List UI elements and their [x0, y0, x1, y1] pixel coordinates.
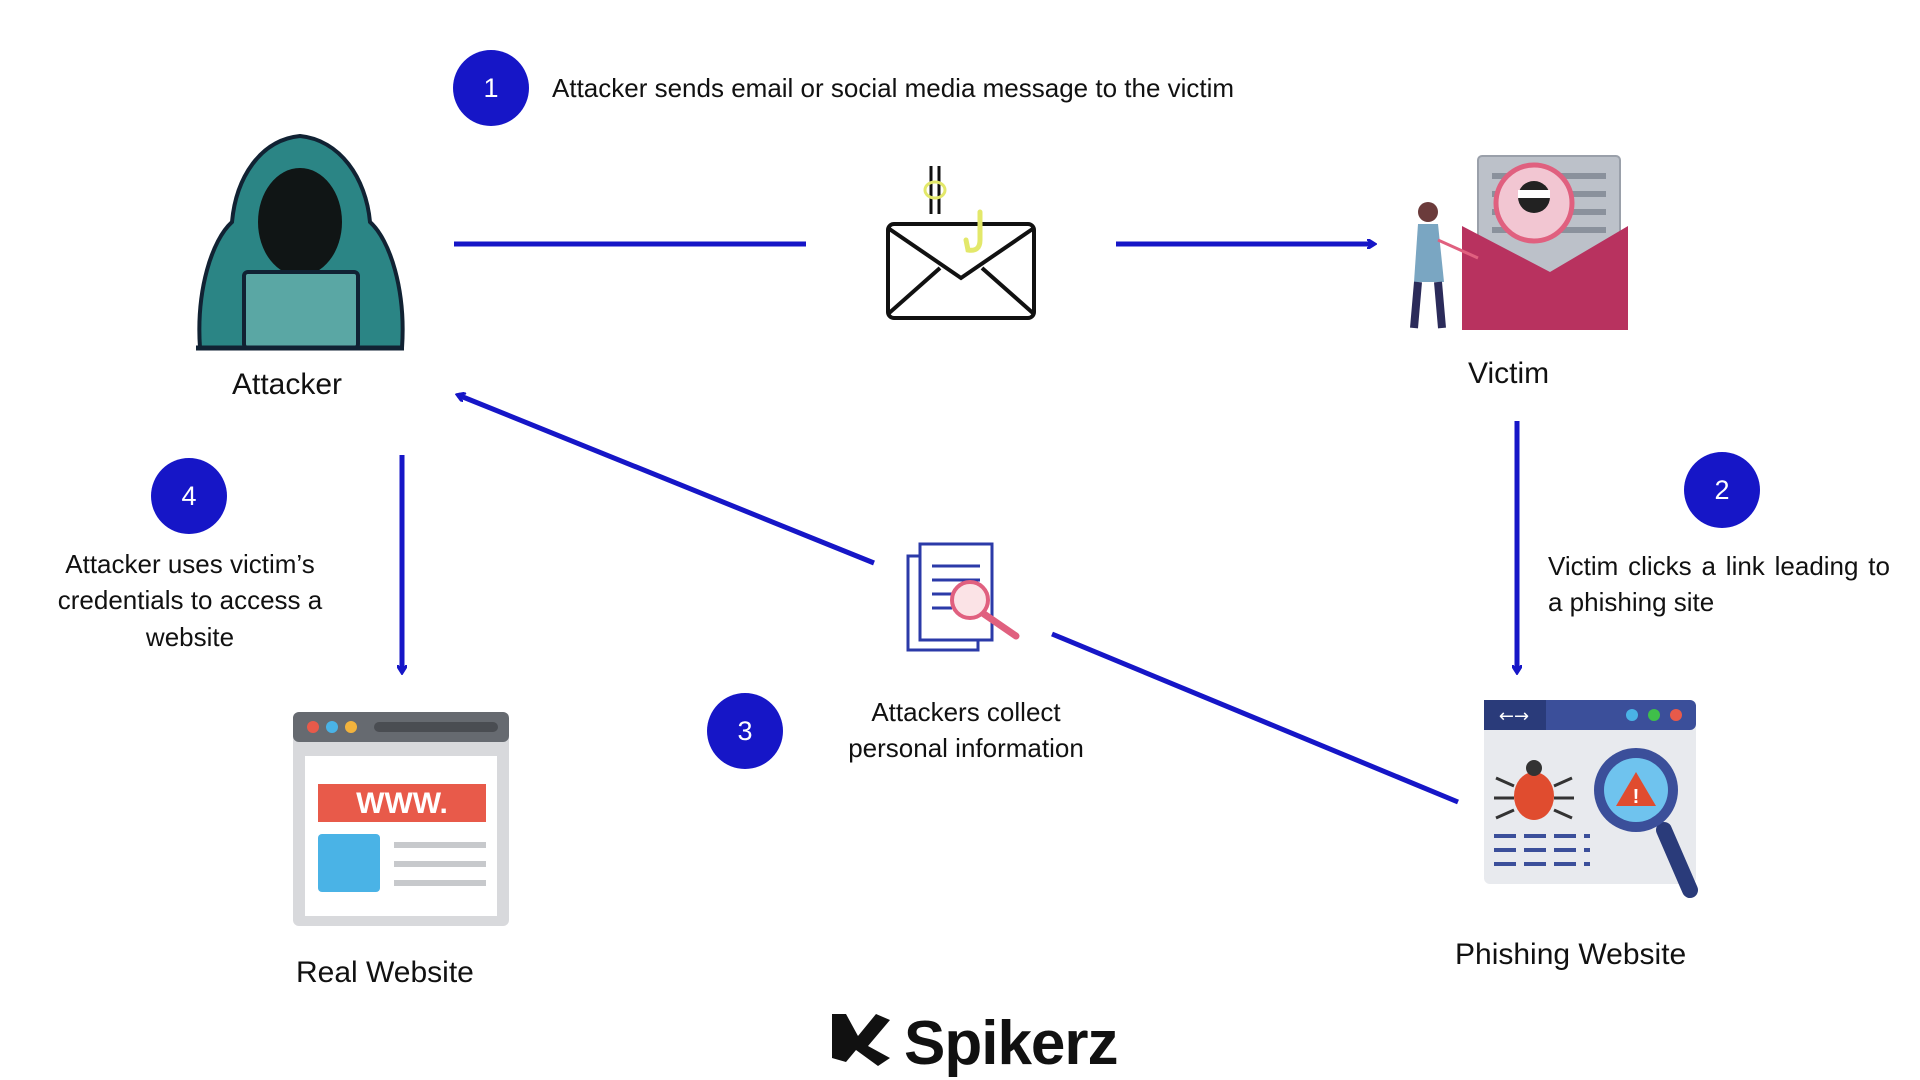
step-3-text: Attackers collect personal information [848, 697, 1084, 764]
step-1-badge: 1 [453, 50, 529, 126]
phishing-website-label: Phishing Website [1455, 938, 1687, 971]
document-search-icon [906, 542, 1020, 652]
step-4-badge: 4 [151, 458, 227, 534]
step-1-text: Attacker sends email or social media mes… [552, 73, 1235, 103]
step-3-badge: 3 [707, 693, 783, 769]
arrow-docs-to-attacker [458, 395, 875, 566]
real-website-label: Real Website [296, 956, 474, 989]
phishing-email-icon [886, 166, 1036, 320]
attacker-label: Attacker [232, 368, 343, 401]
real-website-icon: WWW. [293, 712, 509, 926]
step-2-text: Victim clicks a link leading to a phishi… [1548, 551, 1890, 618]
spam-envelope-icon [1462, 155, 1628, 330]
phishing-website-icon: ←→ ! [1484, 700, 1698, 898]
svg-text:←→: ←→ [1499, 706, 1529, 727]
connector-phishing-to-docs [1051, 631, 1459, 805]
hacker-icon [196, 133, 405, 351]
step-2-badge: 2 [1684, 452, 1760, 528]
brand-logo: Spikerz [832, 1008, 1119, 1079]
spikerz-logo-icon [832, 1014, 890, 1066]
brand-name: Spikerz [904, 1009, 1119, 1078]
step-4-text: Attacker uses victim’s credentials to ac… [57, 549, 323, 652]
www-badge-text: WWW. [356, 787, 448, 820]
victim-label: Victim [1468, 357, 1550, 390]
victim-person-icon [1410, 202, 1479, 329]
svg-text:!: ! [1633, 786, 1640, 808]
